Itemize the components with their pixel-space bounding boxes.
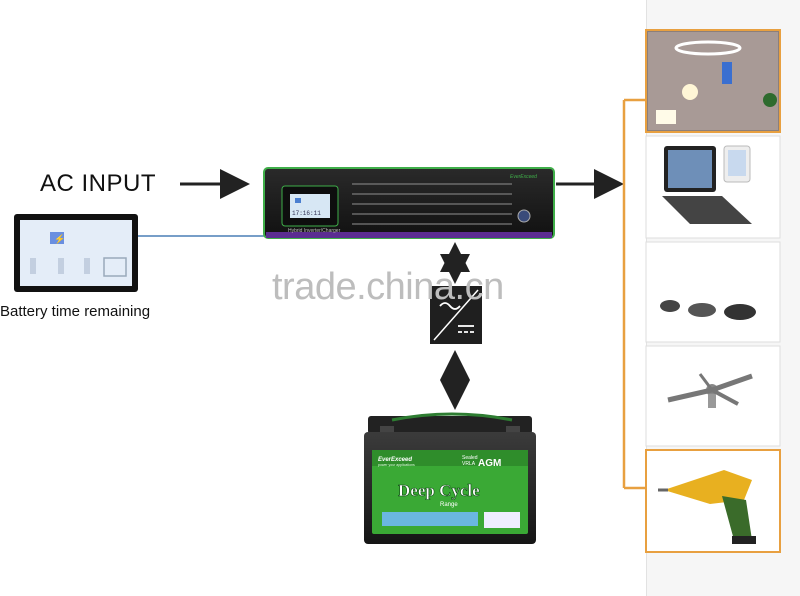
load-power-drill <box>645 449 781 553</box>
battery-type-agm: AGM <box>478 458 501 469</box>
inverter-display-time: 17:16:11 <box>292 210 321 217</box>
load-lighting <box>645 29 781 133</box>
battery-tagline: power your applications <box>378 463 415 467</box>
inverter-brand-tag: EverExceed <box>510 174 537 180</box>
battery-indicator-icon <box>50 232 64 244</box>
load-kitchen-appliances <box>645 241 781 343</box>
ac-input-label: AC INPUT <box>40 170 157 197</box>
inverter-unit: 17:16:11 Hybrid Inverter/Charger EverExc… <box>263 167 555 239</box>
ac-dc-converter-icon <box>430 286 482 344</box>
battery-time-label: Battery time remaining <box>0 303 151 320</box>
load-laptop-tablet <box>645 135 781 239</box>
vent-slots <box>352 183 512 225</box>
battery-title-line2: Range <box>440 502 458 508</box>
svg-text:⚡: ⚡ <box>54 233 65 245</box>
load-connector <box>622 98 646 490</box>
battery-type-vrla: VRLA <box>462 461 476 467</box>
battery-indicator-panel: ⚡ <box>14 214 138 292</box>
power-button-icon <box>517 209 531 223</box>
battery-unit: EverExceed power your applications Seale… <box>364 412 536 544</box>
battery-type-sealed: Sealed <box>462 455 478 461</box>
battery-brand: EverExceed <box>378 457 412 463</box>
watermark-text: trade.china.cn <box>272 266 504 308</box>
battery-title-line1: Deep Cycle <box>398 481 480 500</box>
inverter-model-label: Hybrid Inverter/Charger <box>288 228 341 234</box>
load-ceiling-fan <box>645 345 781 447</box>
